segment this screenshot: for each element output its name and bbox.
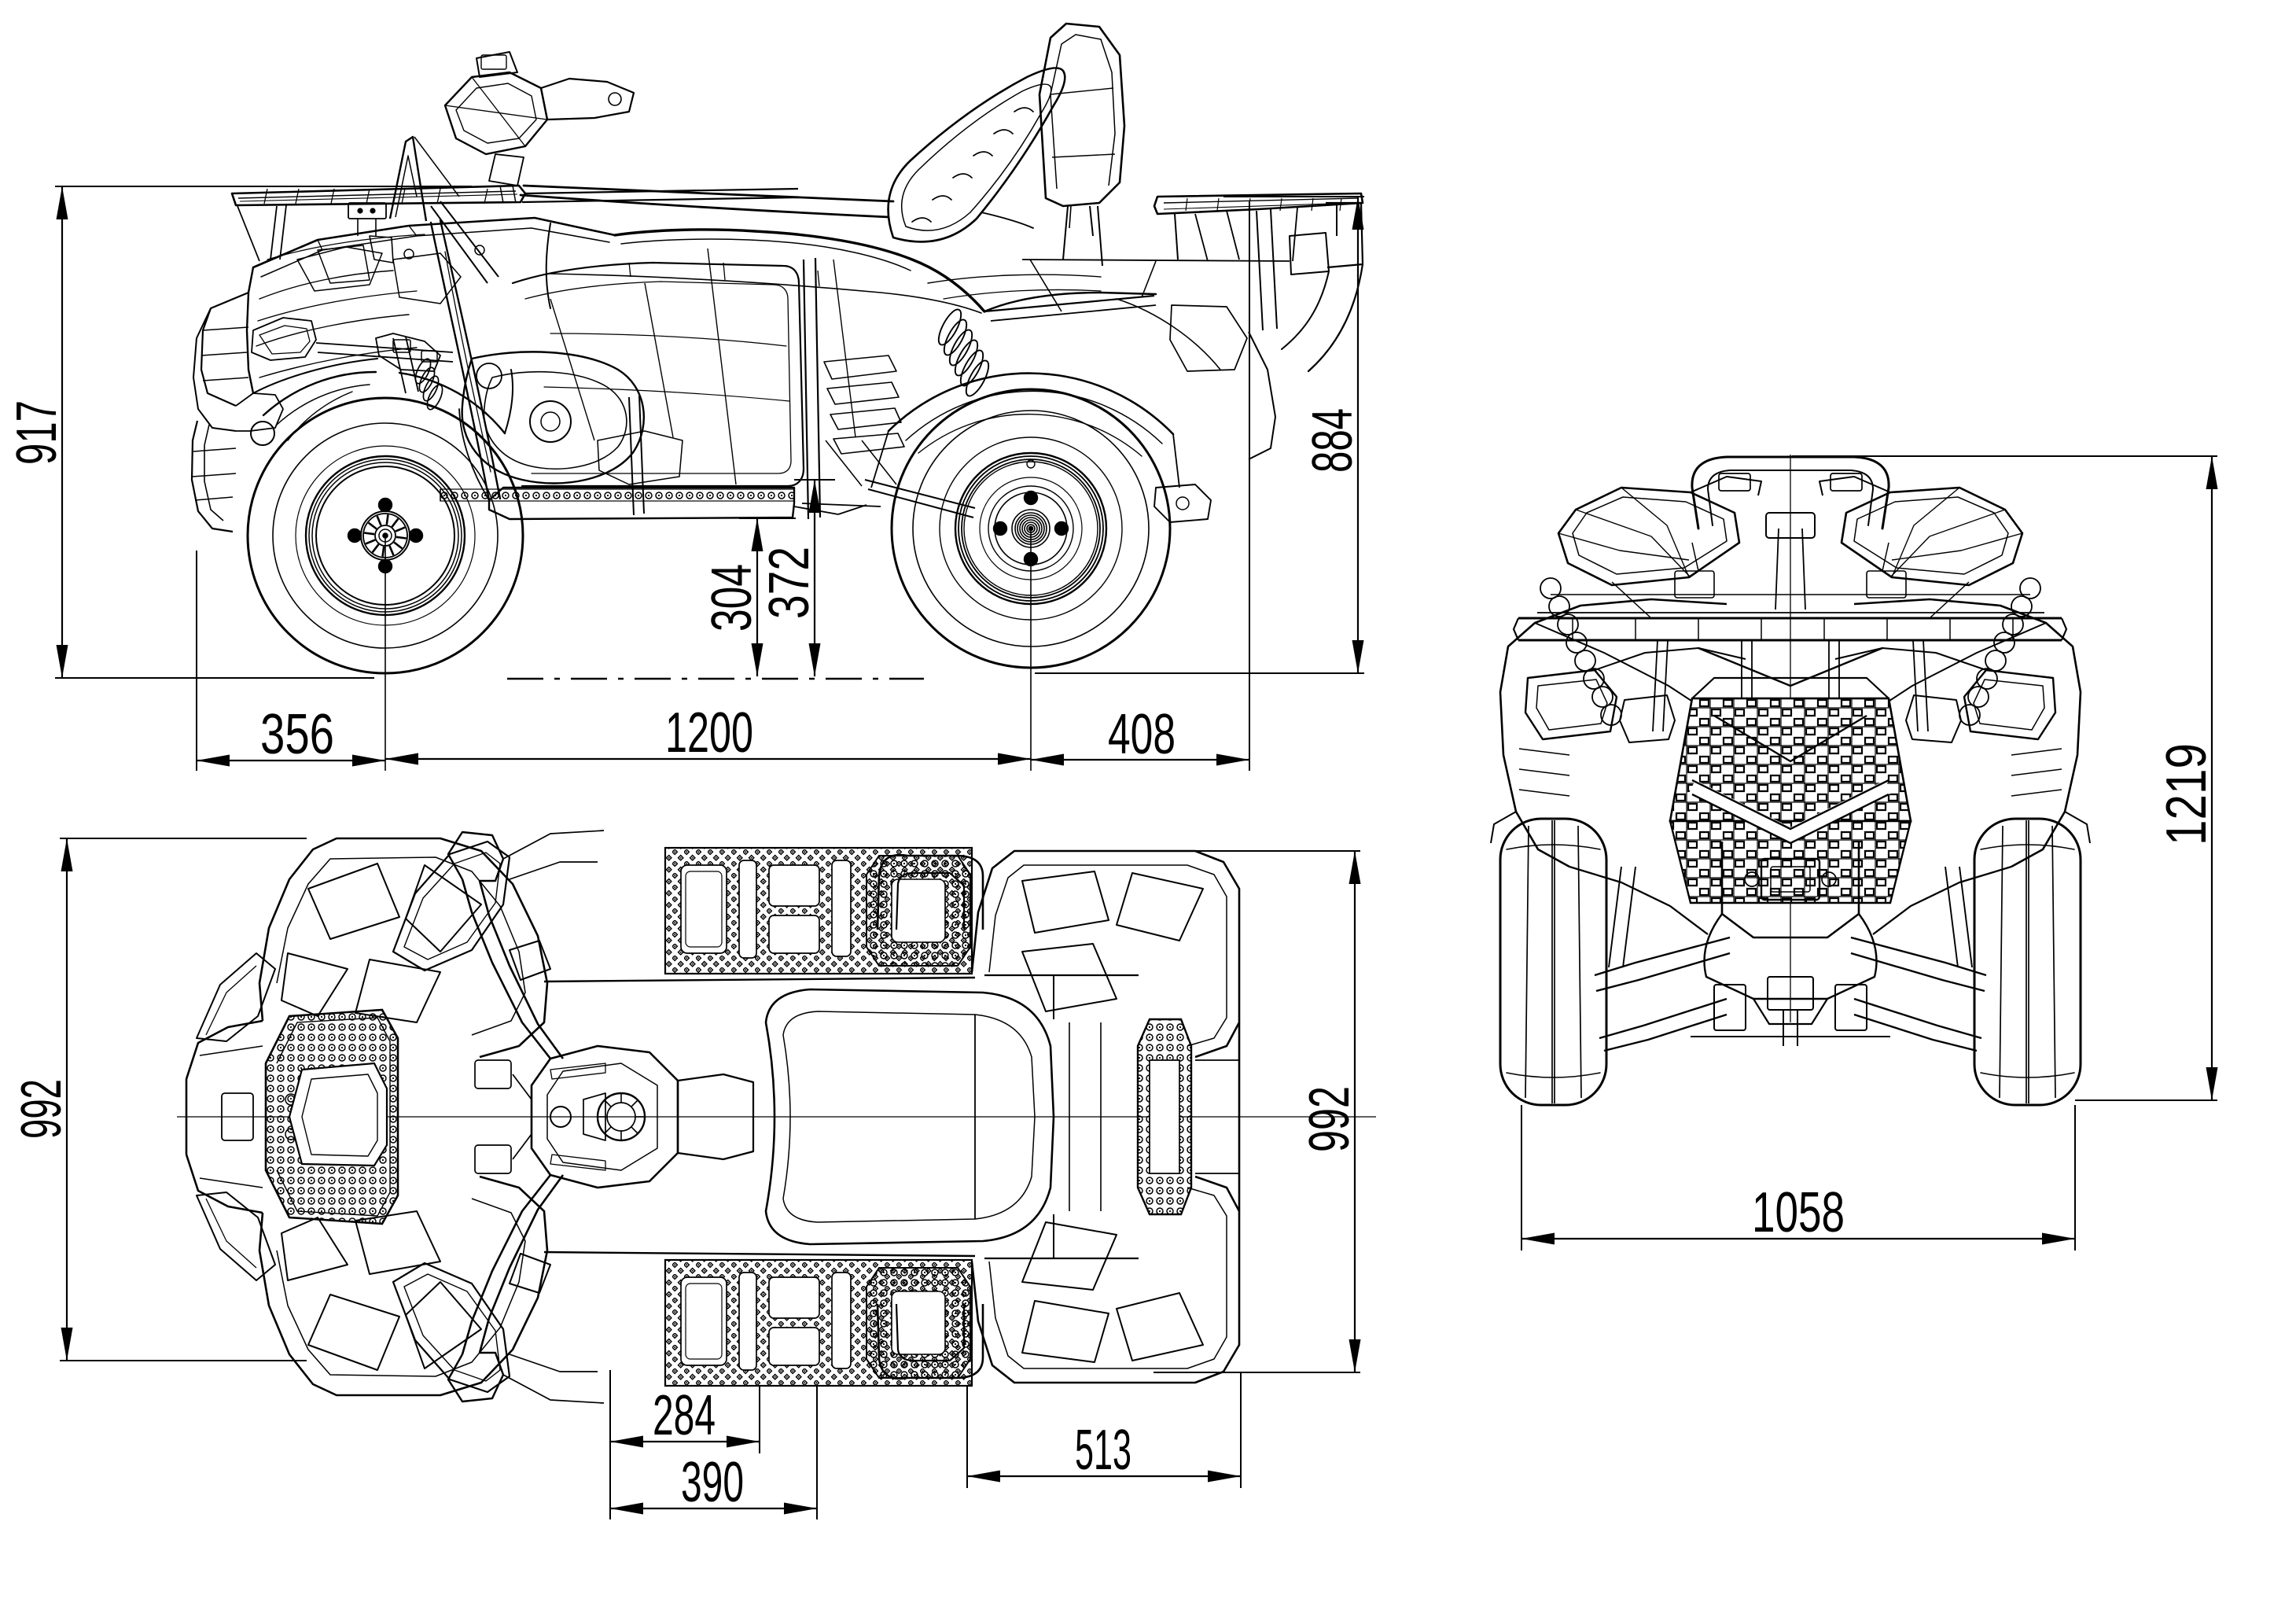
svg-text:408: 408 — [1108, 703, 1176, 766]
svg-text:992: 992 — [1298, 1086, 1361, 1152]
svg-text:1058: 1058 — [1752, 1181, 1845, 1244]
svg-text:390: 390 — [681, 1451, 744, 1514]
svg-text:884: 884 — [1301, 408, 1364, 473]
svg-text:513: 513 — [1075, 1419, 1131, 1482]
svg-text:917: 917 — [6, 400, 68, 465]
svg-text:372: 372 — [758, 547, 821, 619]
svg-text:304: 304 — [701, 564, 763, 632]
svg-text:1219: 1219 — [2155, 743, 2218, 845]
svg-text:1200: 1200 — [665, 702, 753, 764]
svg-text:356: 356 — [260, 703, 334, 766]
svg-text:284: 284 — [653, 1384, 716, 1447]
svg-text:992: 992 — [10, 1079, 73, 1139]
